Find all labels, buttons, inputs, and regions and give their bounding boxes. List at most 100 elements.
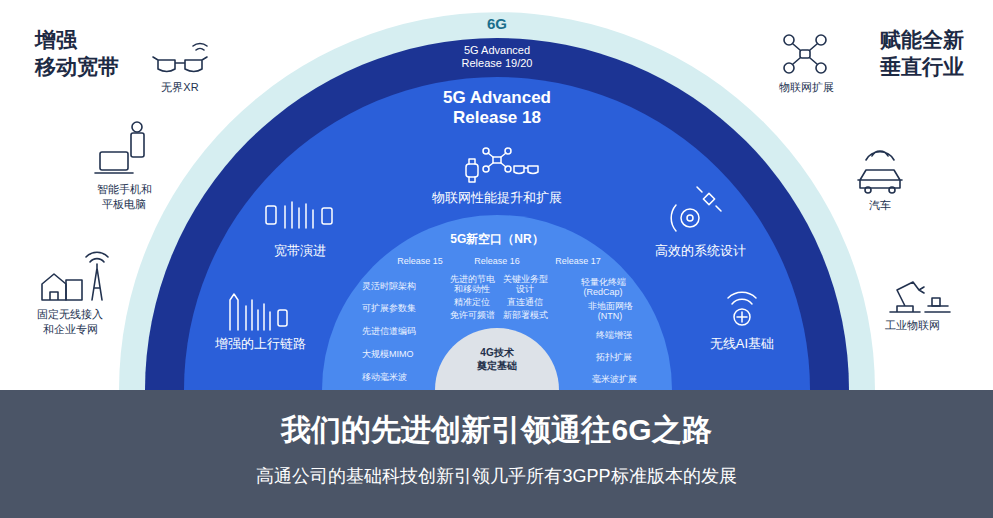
icon-caption: 无界XR [161,80,198,94]
feature-label: 毫米波扩展 [592,374,637,385]
feature-label: 精准定位 [454,297,490,308]
feature-label: 宽带演进 [274,243,326,259]
feature-label: 可扩展参数集 [362,303,416,314]
icon-stroke [800,50,810,58]
icon-stroke [469,159,475,182]
icon-stroke [866,151,894,160]
icon-stroke [858,170,902,188]
feature-label: 免许可频谱 [450,310,495,321]
lte-core-shape [435,328,559,390]
feature-label: 关键业务型 设计 [499,274,551,294]
icon-caption: 汽车 [869,198,891,212]
icon-stroke [131,133,144,157]
band-title: 4G技术 奠定基础 [473,346,521,372]
icon-stroke [734,309,750,325]
icon-stroke [230,294,270,330]
icon-stroke [193,43,207,50]
feature-label: 无线AI基础 [710,336,774,352]
icon-stroke [466,164,478,177]
drone-icon [784,35,826,73]
feature-label: 增强的上行链路 [215,336,306,352]
xr-glasses-icon [153,43,207,71]
icon-stroke [889,187,895,193]
bottom-banner: 我们的先进创新引领通往6G之路高通公司的基础科技创新引领几乎所有3GPP标准版本… [0,390,993,518]
icon-stroke [266,206,276,224]
nr-band: 5G新空口（NR） Release 15 Release 16 Release 17 灵… [322,215,672,390]
icon-stroke [932,298,940,306]
feature-label: 拓扑扩展 [596,352,632,363]
side-heading: 赋能全新 垂直行业 [880,26,970,80]
icon-stroke [86,252,108,262]
banner-title: 我们的先进创新引领通往6G之路 [0,412,993,448]
icon-stroke [703,193,714,204]
fixed-wireless-icon [42,252,108,300]
feature-label: 物联网性能提升和扩展 [432,190,562,206]
release-band: 5G Advanced Release 19/20 5G Advanced Rel… [145,38,849,390]
icon-caption: 工业物联网 [885,318,940,332]
icon-stroke [687,215,693,221]
icon-caption: 固定无线接入 和企业专网 [30,307,110,337]
icon-stroke [483,166,489,172]
icon-caption: 智能手机和 平板电脑 [91,182,157,212]
feature-label: 灵活时隙架构 [362,281,416,292]
icon-stroke [737,312,747,322]
feature-label: 高效的系统设计 [655,243,746,259]
ai-icon [728,292,756,325]
feature-label: 移动毫米波 [362,372,407,383]
broadband-icon [266,202,332,228]
icon-stroke [483,148,489,154]
band-title: 6G [487,15,507,33]
feature-label: 先进信道编码 [362,326,416,337]
robot-arm-icon [890,282,950,312]
feature-label: 先进的节电 和移动性 [446,274,498,294]
semicircle [145,38,849,390]
feature-label: Release 16 [474,256,520,267]
release-band: 5G Advanced Release 18 物联网性能提升和扩展宽带演进 高效的系… [184,77,810,390]
feature-label: 直连通信 [507,297,543,308]
iot-icons [466,148,538,182]
icon-stroke [493,157,501,163]
icon-stroke [671,205,676,231]
side-heading: 增强 移动宽带 [35,26,125,80]
icon-stroke [793,44,817,64]
6g-band: 6G5G Advanced Release 19/205G Advanced R… [119,12,875,390]
band-title: 5G新空口（NR） [450,232,543,247]
feature-label: 终端增强 [596,330,632,341]
band-title: 5G Advanced Release 19/20 [454,44,540,70]
icon-stroke [132,122,142,132]
icon-stroke [681,209,699,227]
semicircle [435,328,559,390]
icon-stroke [100,152,128,170]
icon-stroke [95,172,133,174]
semicircle [119,12,875,390]
feature-label: 新部署模式 [503,310,548,321]
band-title: 5G Advanced Release 18 [427,88,567,128]
semicircle [322,215,672,390]
icon-stroke [285,202,313,228]
icon-stroke [728,292,756,304]
lte-core: 4G技术 奠定基础 [435,328,559,390]
icon-stroke [66,280,82,300]
feature-label: 非地面网络 (NTN) [582,301,638,321]
feature-label: Release 15 [397,256,443,267]
feature-label: Release 17 [555,256,601,267]
icon-stroke [505,166,511,172]
icon-stroke [488,153,506,167]
icon-stroke [153,57,207,72]
uplink-icon [230,294,287,330]
icon-stroke [816,35,826,45]
banner-caption: 高通公司的基础科技创新引领几乎所有3GPP标准版本的发展 [0,464,993,488]
icon-stroke [816,63,826,73]
icon-stroke [278,310,287,326]
feature-label: 大规模MIMO [362,349,414,360]
icon-stroke [514,166,538,174]
icon-stroke [865,187,871,193]
semicircle [184,77,810,390]
system-design-icon [671,187,721,231]
icon-stroke [42,274,66,300]
icon-stroke [890,282,924,312]
icon-stroke [784,35,794,45]
phone-laptop-icon [95,122,144,173]
icon-stroke [925,306,950,312]
icon-stroke [784,63,794,73]
